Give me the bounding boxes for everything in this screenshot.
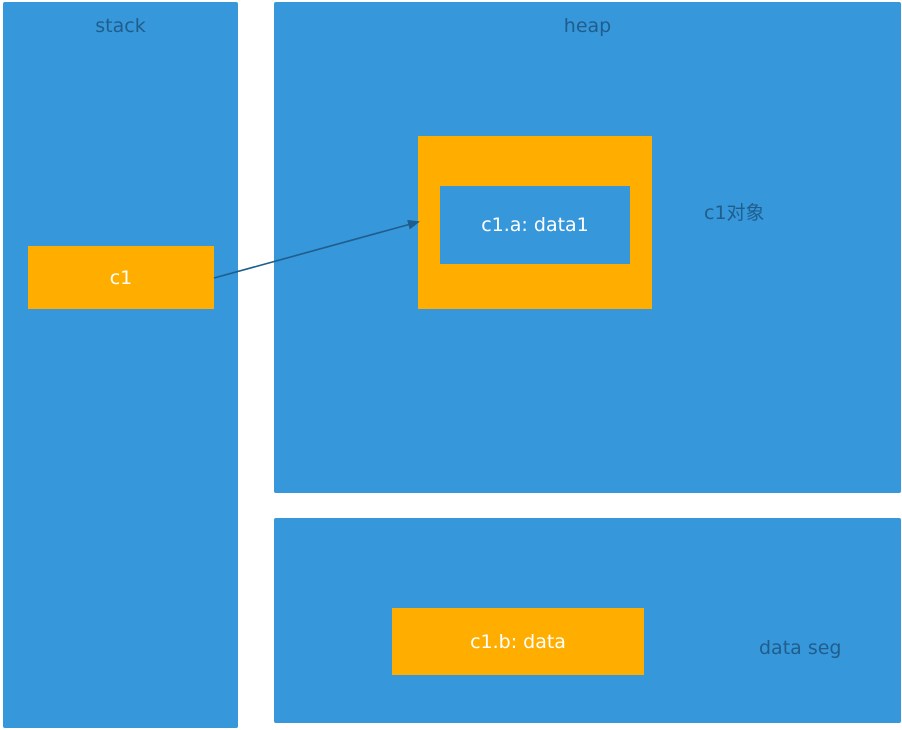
heap-field-c1a: c1.a: data1 bbox=[440, 186, 630, 264]
heap-region: heap c1.a: data1 c1对象 bbox=[274, 2, 901, 493]
stack-region: stack c1 bbox=[3, 2, 238, 728]
arrow-line bbox=[213, 219, 420, 279]
stack-variable-c1: c1 bbox=[28, 246, 214, 309]
data-segment-field-c1b: c1.b: data bbox=[392, 608, 644, 675]
stack-title: stack bbox=[95, 15, 146, 37]
data-segment-title: data seg bbox=[759, 637, 842, 659]
data-segment-region: c1.b: data data seg bbox=[274, 518, 901, 723]
heap-object-box: c1.a: data1 bbox=[418, 136, 652, 309]
heap-object-label: c1对象 bbox=[704, 202, 765, 224]
heap-title: heap bbox=[563, 15, 612, 37]
